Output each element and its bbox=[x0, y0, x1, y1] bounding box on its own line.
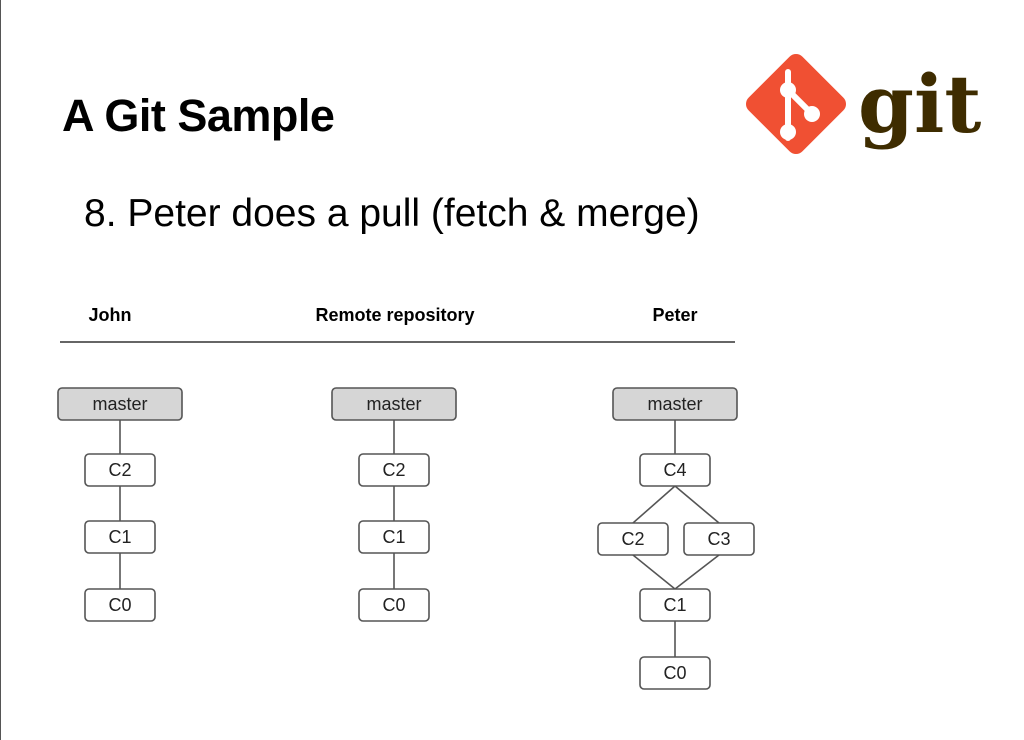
remote-commit-c1: C1 bbox=[358, 520, 430, 554]
commit-label: C2 bbox=[382, 460, 405, 480]
commit-box bbox=[639, 656, 711, 690]
git-logo-icon bbox=[745, 53, 847, 155]
commit-box bbox=[84, 520, 156, 554]
john-branch-master: master bbox=[57, 387, 183, 421]
peter-branch-master: master bbox=[612, 387, 738, 421]
john-commit-c2: C2 bbox=[84, 453, 156, 487]
peter-edge-c4-c2 bbox=[632, 485, 676, 524]
commit-label: C1 bbox=[108, 527, 131, 547]
commit-box bbox=[683, 522, 755, 556]
commit-box bbox=[358, 520, 430, 554]
column-header-john: John bbox=[88, 305, 132, 325]
peter-commit-c0: C0 bbox=[639, 656, 711, 690]
commit-box bbox=[358, 588, 430, 622]
git-logo: git bbox=[745, 53, 981, 155]
commit-label: C2 bbox=[621, 529, 644, 549]
commit-box bbox=[358, 453, 430, 487]
commit-label: C1 bbox=[382, 527, 405, 547]
branch-label: master bbox=[92, 394, 147, 414]
commit-box bbox=[639, 588, 711, 622]
commit-label: C4 bbox=[663, 460, 686, 480]
commit-label: C0 bbox=[108, 595, 131, 615]
remote-branch-master: master bbox=[331, 387, 457, 421]
commit-box bbox=[84, 453, 156, 487]
commit-label: C0 bbox=[382, 595, 405, 615]
commit-label: C1 bbox=[663, 595, 686, 615]
branch-box bbox=[612, 387, 738, 421]
git-wordmark: git bbox=[858, 57, 981, 151]
commit-label: C3 bbox=[707, 529, 730, 549]
peter-edge-c2-c1 bbox=[632, 554, 676, 590]
peter-commit-c3: C3 bbox=[683, 522, 755, 556]
column-header-remote: Remote repository bbox=[315, 305, 475, 325]
slide-title: A Git Sample bbox=[62, 90, 335, 141]
slide-left-border bbox=[0, 0, 1, 740]
peter-commit-c2: C2 bbox=[597, 522, 669, 556]
commit-box bbox=[597, 522, 669, 556]
commit-label: C2 bbox=[108, 460, 131, 480]
remote-commit-c0: C0 bbox=[358, 588, 430, 622]
branch-label: master bbox=[366, 394, 421, 414]
slide-subtitle: 8. Peter does a pull (fetch & merge) bbox=[84, 192, 700, 235]
header-divider bbox=[60, 341, 735, 343]
branch-box bbox=[57, 387, 183, 421]
commit-box bbox=[639, 453, 711, 487]
peter-edge-c3-c1 bbox=[674, 554, 720, 590]
peter-commit-c4: C4 bbox=[639, 453, 711, 487]
peter-edge-c4-c3 bbox=[674, 485, 720, 524]
column-header-peter: Peter bbox=[652, 305, 698, 325]
john-commit-c1: C1 bbox=[84, 520, 156, 554]
branch-label: master bbox=[647, 394, 702, 414]
commit-label: C0 bbox=[663, 663, 686, 683]
remote-commit-c2: C2 bbox=[358, 453, 430, 487]
peter-commit-c1: C1 bbox=[639, 588, 711, 622]
branch-box bbox=[331, 387, 457, 421]
john-commit-c0: C0 bbox=[84, 588, 156, 622]
commit-box bbox=[84, 588, 156, 622]
